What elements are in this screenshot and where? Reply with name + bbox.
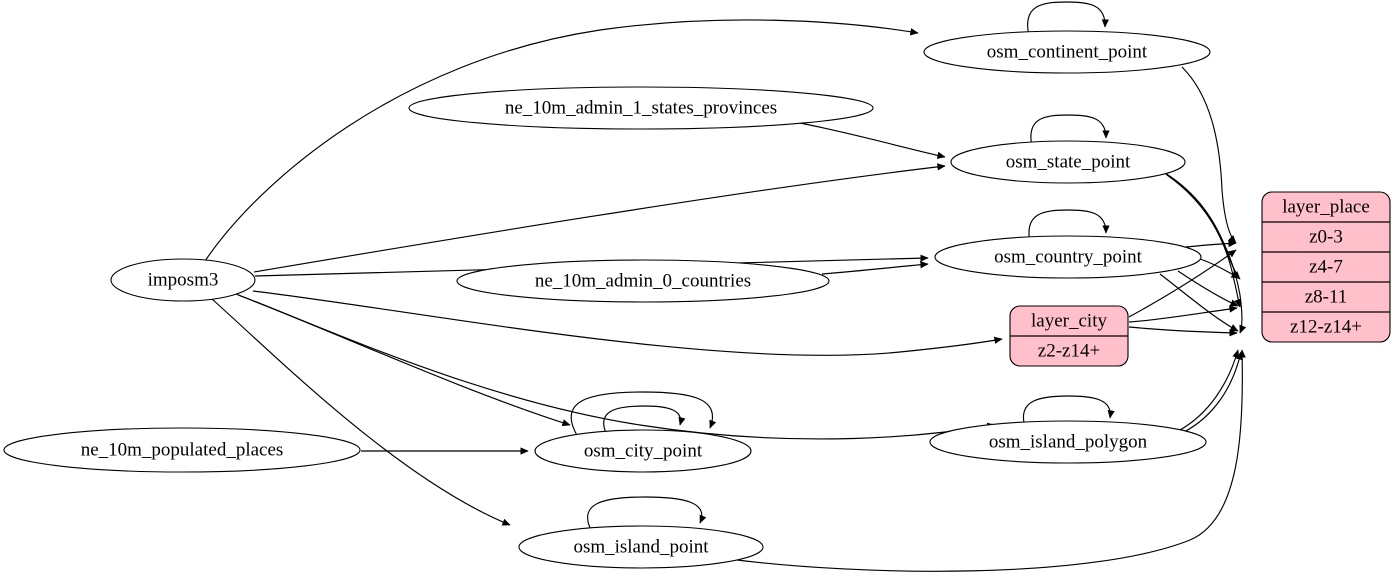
node-label: ne_10m_admin_1_states_provinces [505, 97, 777, 118]
edge-self-osm_country_point [1028, 209, 1110, 243]
edge-layer_city-z12_z14 [1128, 326, 1238, 337]
node-label: ne_10m_admin_0_countries [535, 270, 751, 291]
edge-osm_island_polygon-z12_z14-b [1183, 351, 1243, 433]
node-label: osm_city_point [584, 440, 703, 461]
edge-imposm3-osm_state_point [253, 163, 946, 273]
edge-imposm3-osm_island_polygon [235, 293, 996, 440]
record-row-z8-11[interactable]: z8-11 [1305, 286, 1348, 307]
record-node-layer_place[interactable]: layer_place z0-3 z4-7 z8-11 z12-z14+ [1261, 191, 1391, 343]
node-label: osm_island_point [573, 536, 709, 557]
node-label: osm_country_point [994, 246, 1142, 267]
record-row-layer_place-title: layer_place [1282, 196, 1370, 217]
node-imposm3[interactable]: imposm3 [110, 258, 256, 302]
record-row-z2-z14[interactable]: z2-z14+ [1038, 340, 1100, 361]
edge-self-osm_city_point-inner [603, 405, 686, 434]
edge-self-osm_city_point-outer [570, 391, 717, 438]
node-ne_10m_populated_places[interactable]: ne_10m_populated_places [3, 427, 361, 473]
node-label: osm_island_polygon [989, 431, 1148, 452]
edge-self-osm_state_point [1030, 114, 1110, 148]
node-osm_country_point[interactable]: osm_country_point [934, 235, 1202, 279]
node-label: osm_continent_point [987, 41, 1148, 62]
edge-osm_country_point-z0_3 [1185, 239, 1237, 248]
node-label: imposm3 [148, 269, 219, 290]
edge-layer_city-z8_11 [1128, 305, 1238, 323]
edge-self-osm_island_point [587, 496, 707, 533]
record-row-z0-3[interactable]: z0-3 [1309, 226, 1343, 247]
node-label: ne_10m_populated_places [81, 439, 284, 460]
records-layer: layer_place z0-3 z4-7 z8-11 z12-z14+ lay… [1009, 191, 1391, 367]
node-osm_state_point[interactable]: osm_state_point [950, 140, 1186, 184]
record-row-layer_city-title: layer_city [1031, 310, 1107, 331]
edge-imposm3-osm_island_point [211, 298, 511, 526]
edge-imposm3-layer_city [252, 290, 1003, 356]
edge-ne_countries-osm_country_point [821, 261, 929, 275]
edge-osm_continent_point-z0_3 [1181, 66, 1237, 244]
edge-osm_country_point-z8_11 [1177, 270, 1239, 307]
edge-osm_country_point-z12_z14 [1159, 273, 1239, 332]
edge-osm_state_point-z12_z14 [1166, 174, 1247, 334]
record-row-z4-7[interactable]: z4-7 [1309, 256, 1343, 277]
node-osm_island_polygon[interactable]: osm_island_polygon [929, 420, 1207, 464]
nodes-layer: imposm3 ne_10m_admin_1_states_provinces … [3, 30, 1211, 569]
edge-self-osm_island_polygon [1022, 395, 1115, 428]
edge-osm_island_point-z12_z14 [728, 349, 1246, 572]
edge-imposm3-osm_continent_point [204, 19, 919, 262]
edge-self-osm_continent_point [1027, 1, 1109, 37]
edge-layer_city-z0_3 [1128, 249, 1237, 318]
record-row-z12-z14[interactable]: z12-z14+ [1290, 316, 1362, 337]
node-ne_10m_admin_0_countries[interactable]: ne_10m_admin_0_countries [456, 259, 830, 303]
node-osm_continent_point[interactable]: osm_continent_point [923, 30, 1211, 74]
node-osm_city_point[interactable]: osm_city_point [534, 429, 752, 473]
edges-layer [204, 1, 1247, 572]
node-osm_island_point[interactable]: osm_island_point [518, 525, 764, 569]
edge-osm_country_point-z4_7 [1199, 258, 1240, 279]
node-label: osm_state_point [1006, 151, 1131, 172]
record-node-layer_city[interactable]: layer_city z2-z14+ [1009, 305, 1129, 367]
edge-ne_states_provinces-osm_state_point [799, 122, 946, 159]
edge-osm_island_polygon-z12_z14 [1179, 349, 1240, 431]
node-ne_10m_admin_1_states_provinces[interactable]: ne_10m_admin_1_states_provinces [408, 86, 874, 130]
